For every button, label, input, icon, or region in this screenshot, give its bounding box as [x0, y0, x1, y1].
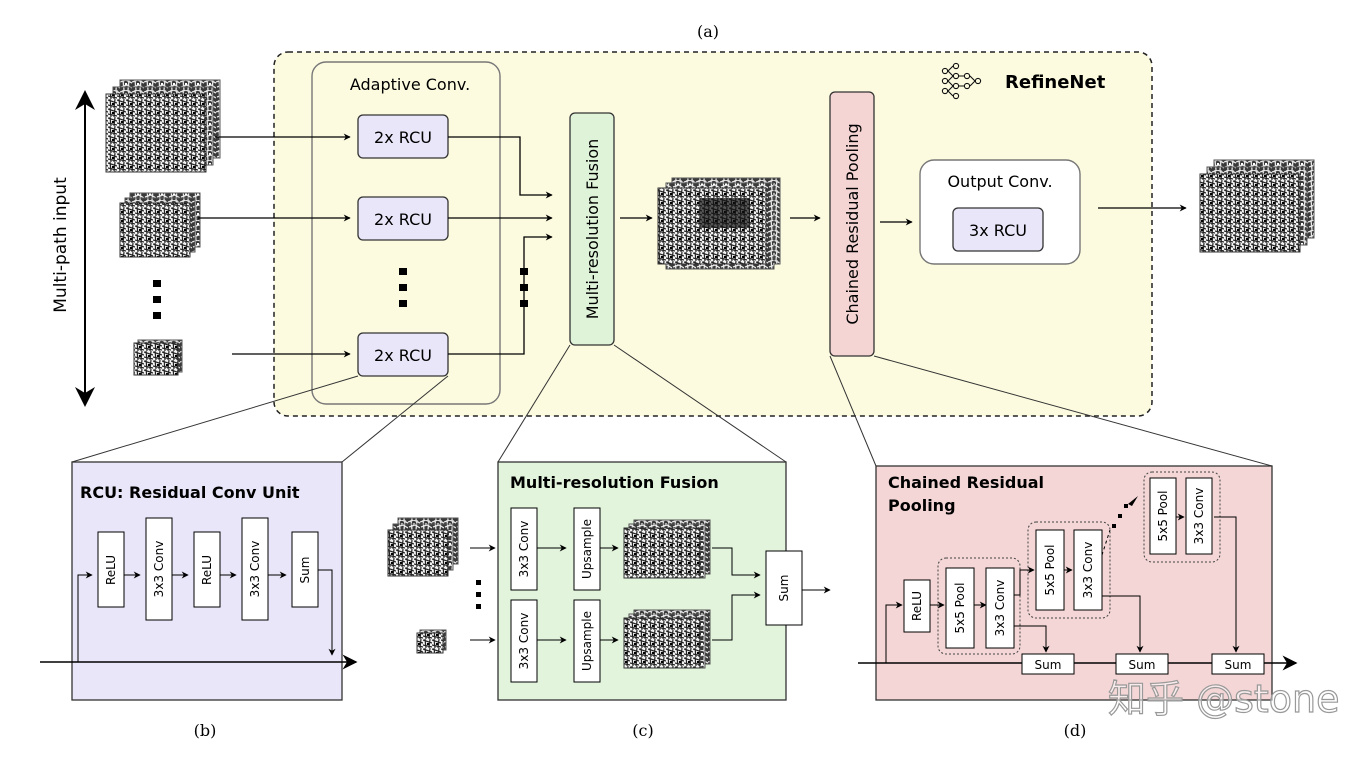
feature-map-stack [105, 79, 221, 173]
adaptive-conv-title: Adaptive Conv. [350, 75, 470, 94]
rcu-3x-label: 3x RCU [969, 221, 1027, 240]
crp-conv-label: 3x3 Conv [1081, 542, 1095, 599]
crp-panel-title-line1: Chained Residual [888, 473, 1044, 492]
vertical-dots [153, 280, 161, 319]
output-conv-title: Output Conv. [947, 172, 1052, 191]
vertical-dots [520, 268, 528, 307]
panel-label-d: (d) [1064, 721, 1087, 740]
fusion-conv-label: 3x3 Conv [517, 613, 531, 670]
rcu-2x-label: 2x RCU [374, 128, 432, 147]
crp-pool-block: 5x5 Pool [945, 567, 975, 649]
fusion-panel-title: Multi-resolution Fusion [510, 473, 719, 492]
crp-sum-label: Sum [1225, 658, 1252, 672]
crp-pool-label: 5x5 Pool [1043, 544, 1057, 595]
rcu-conv-label: 3x3 Conv [152, 541, 166, 598]
fusion-feature-map [623, 519, 711, 579]
fusion-input-arrows [470, 544, 496, 644]
feature-map-stack [133, 339, 183, 376]
fusion-upsample-label: Upsample [580, 519, 594, 579]
fusion-conv-label: 3x3 Conv [517, 521, 531, 578]
multi-resolution-fusion-block: Multi-resolution Fusion [569, 112, 615, 346]
adaptive-conv-group [311, 61, 501, 405]
rcu-2x-label: 2x RCU [374, 346, 432, 365]
crp-conv-block: 3x3 Conv [985, 567, 1015, 649]
fusion-sum-label: Sum [777, 575, 791, 602]
rcu-sum-block: Sum [291, 531, 319, 608]
crp-pool-block: 5x5 Pool [1035, 529, 1065, 611]
rcu-relu-label: ReLU [200, 555, 214, 585]
rcu-2x-block: 2x RCU [357, 196, 449, 241]
rcu-conv-block: 3x3 Conv [241, 517, 269, 621]
crp-sum-label: Sum [1129, 658, 1156, 672]
crp-pool-label: 5x5 Pool [953, 582, 967, 633]
crp-pool-label: 5x5 Pool [1156, 490, 1170, 541]
crp-block-label: Chained Residual Pooling [843, 123, 862, 324]
rcu-2x-block: 2x RCU [357, 114, 449, 159]
crp-relu-block: ReLU [903, 579, 931, 633]
fusion-conv-block: 3x3 Conv [510, 599, 538, 683]
rcu-relu-block: ReLU [97, 531, 125, 608]
fusion-upsample-label: Upsample [580, 611, 594, 671]
panel-label-a: (a) [697, 22, 719, 41]
refinenet-title: RefineNet [1005, 72, 1106, 93]
rcu-3x-block: 3x RCU [952, 207, 1044, 252]
crp-conv-label: 3x3 Conv [1192, 488, 1206, 545]
input-feature-maps [105, 79, 221, 376]
refinenet-logo-icon [941, 62, 982, 100]
input-arrows [198, 133, 351, 358]
mrf-block-label: Multi-resolution Fusion [583, 139, 602, 320]
panel-label-b: (b) [194, 721, 217, 740]
rcu-2x-block: 2x RCU [357, 332, 449, 377]
chained-residual-pooling-block: Chained Residual Pooling [829, 91, 875, 357]
rcu-to-fusion-arrows [448, 136, 553, 355]
fusion-sum-block: Sum [765, 550, 803, 626]
crp-sum-label: Sum [1035, 658, 1062, 672]
fused-feature-map [657, 177, 781, 270]
crp-sum-block: Sum [1115, 653, 1169, 675]
fusion-feature-map [623, 609, 711, 669]
crp-sum-block: Sum [1021, 653, 1075, 675]
fusion-panel-flow [537, 544, 831, 644]
fusion-upsample-block: Upsample [573, 507, 601, 591]
crp-dots [1112, 496, 1138, 528]
crp-conv-block: 3x3 Conv [1185, 477, 1213, 555]
fusion-upsample-block: Upsample [573, 599, 601, 683]
watermark: 知乎 @stone [1108, 677, 1340, 721]
rcu-relu-block: ReLU [193, 531, 221, 608]
crp-sum-block: Sum [1211, 653, 1265, 675]
feature-map-stack [119, 192, 201, 258]
multi-path-input-label: Multi-path input [51, 177, 71, 313]
zoom-connector-lines [71, 344, 1273, 467]
rcu-2x-label: 2x RCU [374, 210, 432, 229]
rcu-conv-block: 3x3 Conv [145, 517, 173, 621]
rcu-conv-label: 3x3 Conv [248, 541, 262, 598]
fusion-inputs [387, 517, 481, 654]
crp-relu-label: ReLU [910, 591, 924, 621]
vertical-dots [399, 268, 407, 307]
rcu-sum-label: Sum [298, 557, 312, 584]
panel-label-c: (c) [632, 721, 653, 740]
crp-pool-block: 5x5 Pool [1149, 477, 1177, 555]
output-feature-map [1199, 159, 1315, 253]
crp-conv-label: 3x3 Conv [993, 580, 1007, 637]
rcu-panel-title: RCU: Residual Conv Unit [80, 483, 300, 502]
rcu-panel-flow [40, 569, 358, 670]
fusion-conv-block: 3x3 Conv [510, 507, 538, 591]
crp-panel-title-line2: Pooling [888, 496, 956, 515]
crp-conv-block: 3x3 Conv [1073, 529, 1103, 611]
rcu-relu-label: ReLU [104, 555, 118, 585]
multi-path-input-axis: Multi-path input [51, 90, 95, 407]
